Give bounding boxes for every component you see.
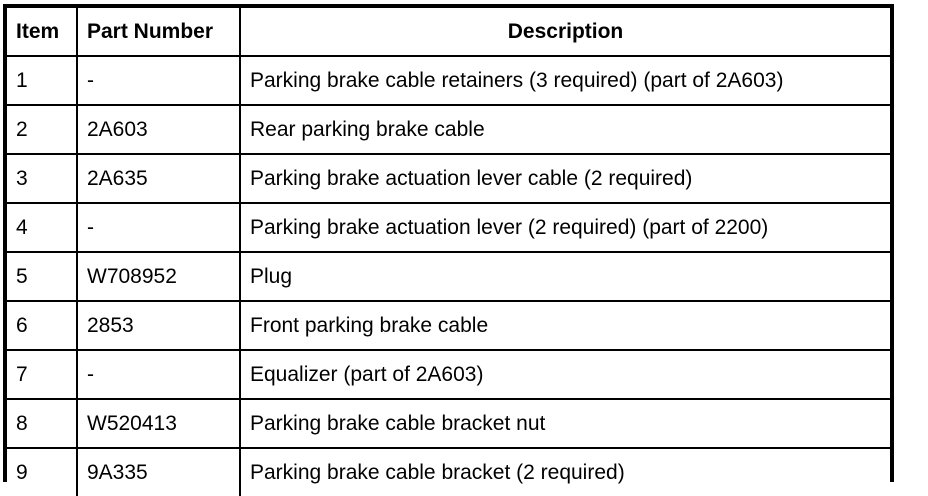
parts-table-container: Item Part Number Description 1-Parking b…: [3, 4, 894, 496]
cell-part-number: W520413: [76, 398, 241, 449]
cell-item: 9: [7, 447, 78, 496]
cell-description: Front parking brake cable: [239, 300, 890, 351]
cell-description: Parking brake cable bracket nut: [239, 398, 890, 449]
column-header-description: Description: [239, 8, 890, 57]
table-row: 7-Equalizer (part of 2A603): [7, 349, 890, 400]
parts-table-header: Item Part Number Description: [7, 8, 890, 57]
cell-item: 2: [7, 104, 78, 155]
cell-description: Parking brake cable retainers (3 require…: [239, 55, 890, 106]
cell-part-number: 9A335: [76, 447, 241, 496]
parts-table: Item Part Number Description 1-Parking b…: [7, 8, 890, 496]
cell-description: Rear parking brake cable: [239, 104, 890, 155]
table-header-row: Item Part Number Description: [7, 8, 890, 57]
cell-item: 5: [7, 251, 78, 302]
table-row: 4-Parking brake actuation lever (2 requi…: [7, 202, 890, 253]
cell-part-number: 2A635: [76, 153, 241, 204]
column-header-part-number: Part Number: [76, 8, 241, 57]
cell-part-number: 2A603: [76, 104, 241, 155]
cell-item: 4: [7, 202, 78, 253]
cell-part-number: W708952: [76, 251, 241, 302]
cell-part-number: -: [76, 202, 241, 253]
table-row: 1-Parking brake cable retainers (3 requi…: [7, 55, 890, 106]
cell-part-number: -: [76, 55, 241, 106]
column-header-item: Item: [7, 8, 78, 57]
cell-part-number: -: [76, 349, 241, 400]
cell-description: Plug: [239, 251, 890, 302]
cell-part-number: 2853: [76, 300, 241, 351]
cell-item: 3: [7, 153, 78, 204]
cell-item: 1: [7, 55, 78, 106]
cell-item: 7: [7, 349, 78, 400]
cell-description: Parking brake actuation lever (2 require…: [239, 202, 890, 253]
cell-item: 6: [7, 300, 78, 351]
cell-description: Parking brake cable bracket (2 required): [239, 447, 890, 496]
cell-description: Parking brake actuation lever cable (2 r…: [239, 153, 890, 204]
parts-table-body: 1-Parking brake cable retainers (3 requi…: [7, 55, 890, 496]
cell-item: 8: [7, 398, 78, 449]
cell-description: Equalizer (part of 2A603): [239, 349, 890, 400]
